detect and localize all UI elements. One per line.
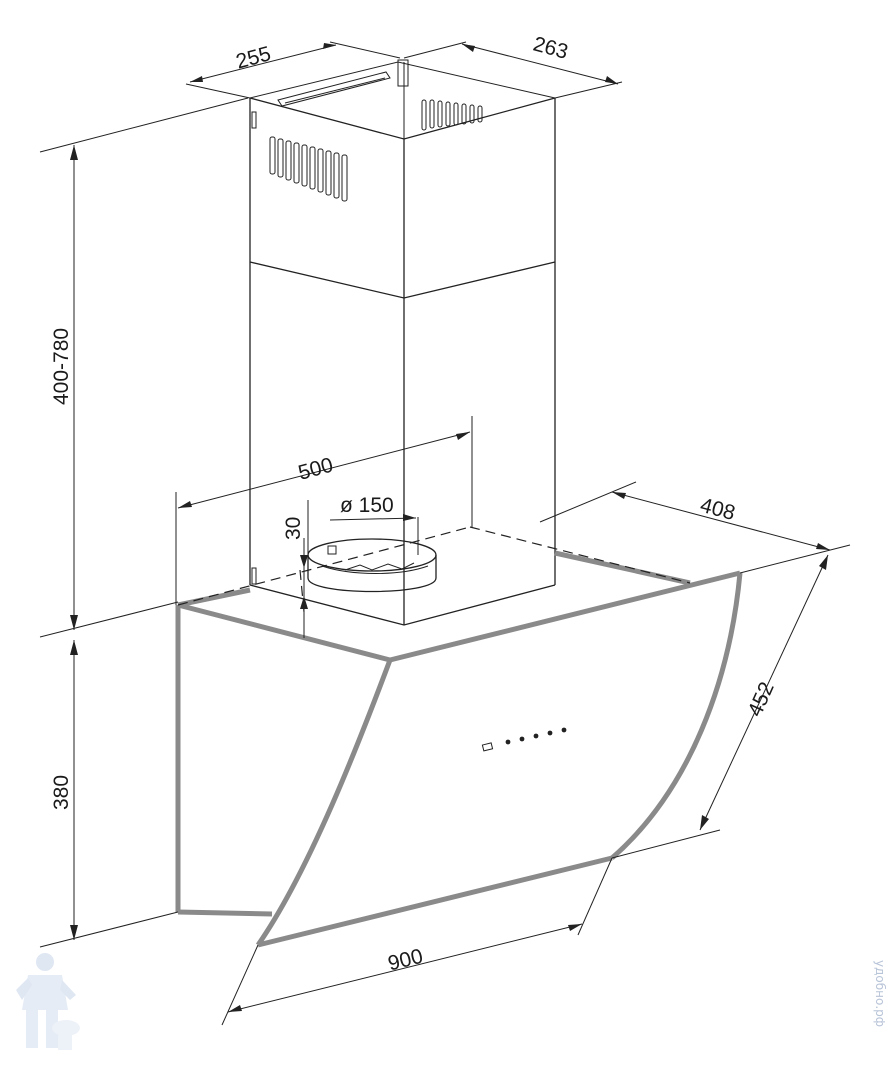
control-panel	[481, 727, 567, 752]
air-outlet-collar	[307, 538, 437, 593]
dim-hood-width: 900	[386, 945, 426, 976]
vent-slots-rear	[421, 99, 483, 131]
hidden-lines	[177, 526, 691, 613]
plumber-logo	[16, 953, 80, 1050]
control-button[interactable]	[547, 730, 553, 736]
vent-slots-left	[269, 136, 348, 202]
dim-hood-depth: 408	[698, 494, 738, 525]
dim-outlet-offset: 500	[296, 453, 336, 484]
control-button[interactable]	[533, 733, 539, 739]
watermark-text: удобно.рф	[873, 960, 887, 1027]
control-button[interactable]	[505, 739, 511, 745]
chimney-cover	[249, 59, 556, 626]
dim-outlet-height: 30	[282, 517, 305, 540]
dim-outlet-diameter: ø 150	[340, 494, 394, 517]
dim-chimney-width: 255	[234, 42, 274, 73]
dim-hood-height: 380	[50, 775, 73, 810]
dim-glass-length: 452	[744, 679, 779, 720]
dim-chimney-height: 400-780	[50, 328, 73, 405]
hood-body	[175, 550, 743, 948]
control-button[interactable]	[519, 736, 525, 742]
control-button[interactable]	[561, 727, 567, 733]
dimension-lines	[39, 41, 851, 1026]
dim-chimney-depth: 263	[531, 33, 571, 64]
